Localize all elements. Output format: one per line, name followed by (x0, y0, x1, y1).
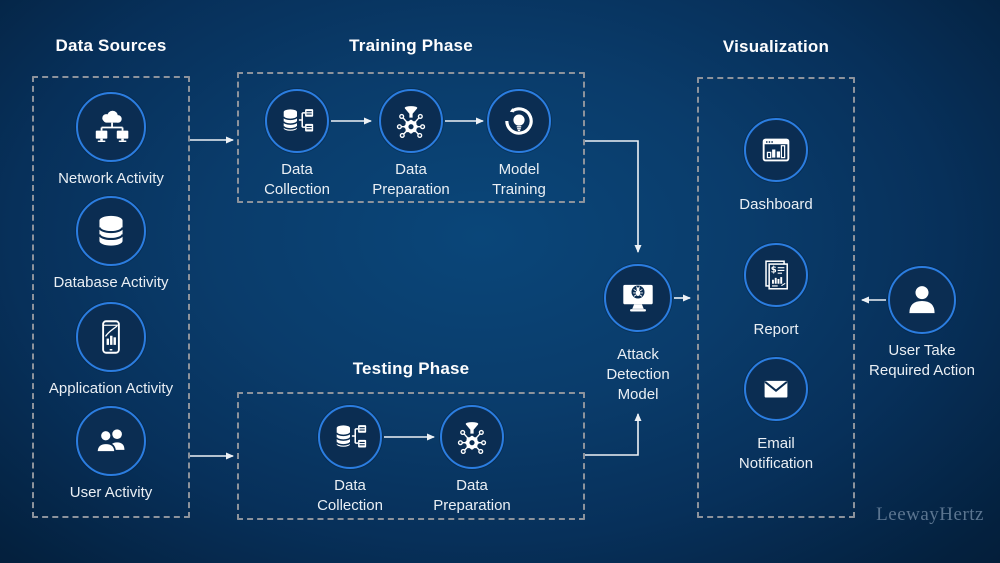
network-icon (76, 92, 146, 162)
node-label: Data Preparation (433, 477, 511, 514)
node-label: Attack Detection Model (606, 346, 670, 403)
node-label: Email Notification (738, 435, 814, 472)
email-icon (744, 357, 808, 421)
training-phase-title: Training Phase (349, 36, 473, 55)
users-icon (76, 406, 146, 476)
node-label: User Take Required Action (869, 342, 975, 379)
data-collection-icon (318, 405, 382, 469)
node-label: Data Preparation (372, 161, 450, 198)
node-label: Application Activity (48, 380, 174, 397)
node-label: Database Activity (53, 274, 169, 291)
node-label: Data Collection (317, 477, 383, 514)
node-network-activity: Network Activity (41, 92, 181, 189)
node-label: Model Training (492, 161, 546, 198)
user-icon (888, 266, 956, 334)
data-sources-box (32, 76, 190, 518)
node-testing-data-collection: Data Collection (290, 405, 410, 516)
node-email-notification: Email Notification (706, 357, 846, 474)
node-training-data-collection: Data Collection (237, 89, 357, 200)
attack-detection-icon (604, 264, 672, 332)
node-label: Data Collection (264, 161, 330, 198)
database-icon (76, 196, 146, 266)
node-label: Report (753, 321, 799, 338)
data-collection-icon (265, 89, 329, 153)
arrow-testing-to-attack (585, 413, 642, 456)
node-testing-data-preparation: Data Preparation (412, 405, 532, 516)
node-dashboard: Dashboard (706, 118, 846, 215)
node-label: User Activity (69, 484, 153, 501)
application-icon (76, 302, 146, 372)
svg-text:$: $ (771, 266, 777, 276)
testing-phase-box (237, 392, 585, 520)
training-phase-box (237, 72, 585, 203)
model-training-icon (487, 89, 551, 153)
testing-phase-title: Testing Phase (352, 359, 470, 378)
node-application-activity: Application Activity (41, 302, 181, 399)
node-label: Dashboard (739, 196, 813, 213)
node-database-activity: Database Activity (41, 196, 181, 293)
node-attack-detection-model: Attack Detection Model (578, 264, 698, 404)
node-user-take-required-action: User Take Required Action (847, 266, 997, 381)
arrow-training-to-attack (585, 140, 642, 253)
report-icon: $ (744, 243, 808, 307)
node-user-activity: User Activity (41, 406, 181, 503)
node-training-data-preparation: Data Preparation (351, 89, 471, 200)
visualization-title: Visualization (722, 37, 830, 56)
dashboard-icon (744, 118, 808, 182)
data-preparation-icon (379, 89, 443, 153)
node-label: Network Activity (58, 170, 164, 187)
data-sources-title: Data Sources (55, 36, 167, 55)
data-preparation-icon (440, 405, 504, 469)
node-report: $ Report (706, 243, 846, 340)
brand-watermark: LeewayHertz (876, 504, 984, 525)
visualization-box (697, 77, 855, 518)
node-model-training: Model Training (459, 89, 579, 200)
